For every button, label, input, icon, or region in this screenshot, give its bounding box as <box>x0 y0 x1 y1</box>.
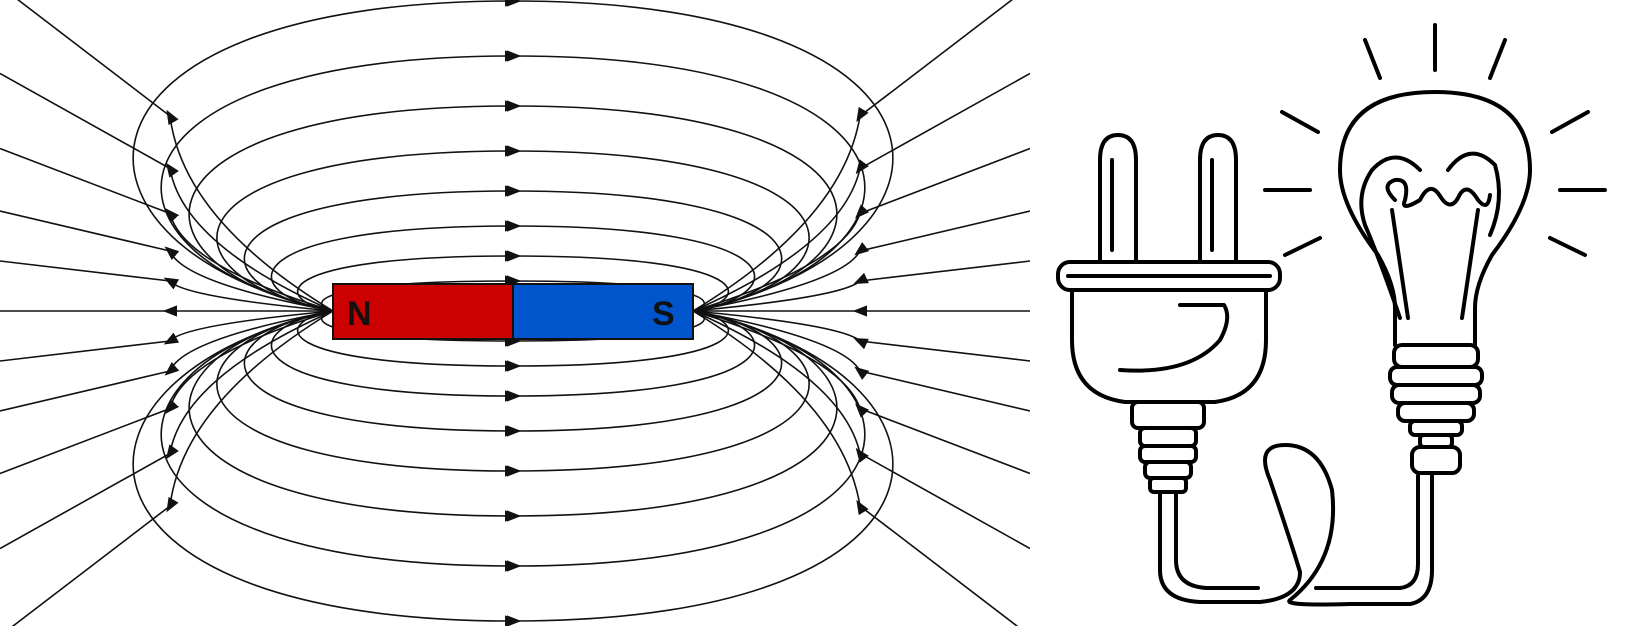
field-line-open-south <box>692 147 1030 312</box>
field-line-loop <box>243 310 783 437</box>
field-line-open-south <box>692 0 1014 312</box>
field-line-open-north <box>0 260 334 312</box>
south-label: S <box>652 295 675 333</box>
field-line-open-north <box>0 72 334 312</box>
field-line-open-south <box>692 310 1019 626</box>
field-line-open-north <box>0 147 334 312</box>
field-line-open-south <box>692 72 1030 312</box>
field-line-open-south <box>692 310 1030 412</box>
field-line-loop <box>320 275 706 312</box>
field-line-loop <box>297 310 729 372</box>
field-line-loop <box>270 310 756 402</box>
field-line-loop <box>243 185 783 312</box>
north-pole <box>332 283 514 340</box>
field-line-open-north <box>0 310 334 412</box>
plug-bulb-svg <box>1056 23 1607 607</box>
field-lines <box>0 0 1030 626</box>
field-line-open-south <box>692 310 1030 362</box>
south-pole <box>512 283 694 340</box>
light-bulb-icon <box>1338 90 1532 475</box>
light-rays <box>1263 23 1607 257</box>
field-line-loop <box>297 250 729 312</box>
cord-icon <box>1158 443 1434 607</box>
field-line-open-south <box>692 210 1030 312</box>
magnetic-field-diagram: N S <box>0 0 1030 626</box>
field-line-loop <box>320 310 706 347</box>
field-line-open-north <box>11 310 334 626</box>
field-line-loop <box>160 50 866 312</box>
field-line-loop <box>188 310 838 522</box>
field-line-open-north <box>0 310 334 362</box>
north-label: N <box>347 295 372 333</box>
field-line-open-south <box>692 260 1030 312</box>
bar-magnet: N S <box>332 283 694 340</box>
field-lines-canvas: N S <box>0 0 1030 626</box>
plug-icon <box>1056 133 1282 494</box>
field-line-loop <box>216 145 810 312</box>
field-line-open-north <box>0 210 334 312</box>
field-line-loop <box>160 310 866 572</box>
field-line-loop <box>216 310 810 477</box>
plug-and-bulb-illustration <box>1030 0 1643 626</box>
field-line-loop <box>270 220 756 312</box>
field-line-open-north <box>0 310 334 550</box>
field-line-loop <box>188 100 838 312</box>
field-line-open-south <box>692 310 1030 475</box>
field-line-open-north <box>16 0 334 312</box>
field-line-open-south <box>692 310 1030 550</box>
field-line-open-north <box>0 310 334 475</box>
